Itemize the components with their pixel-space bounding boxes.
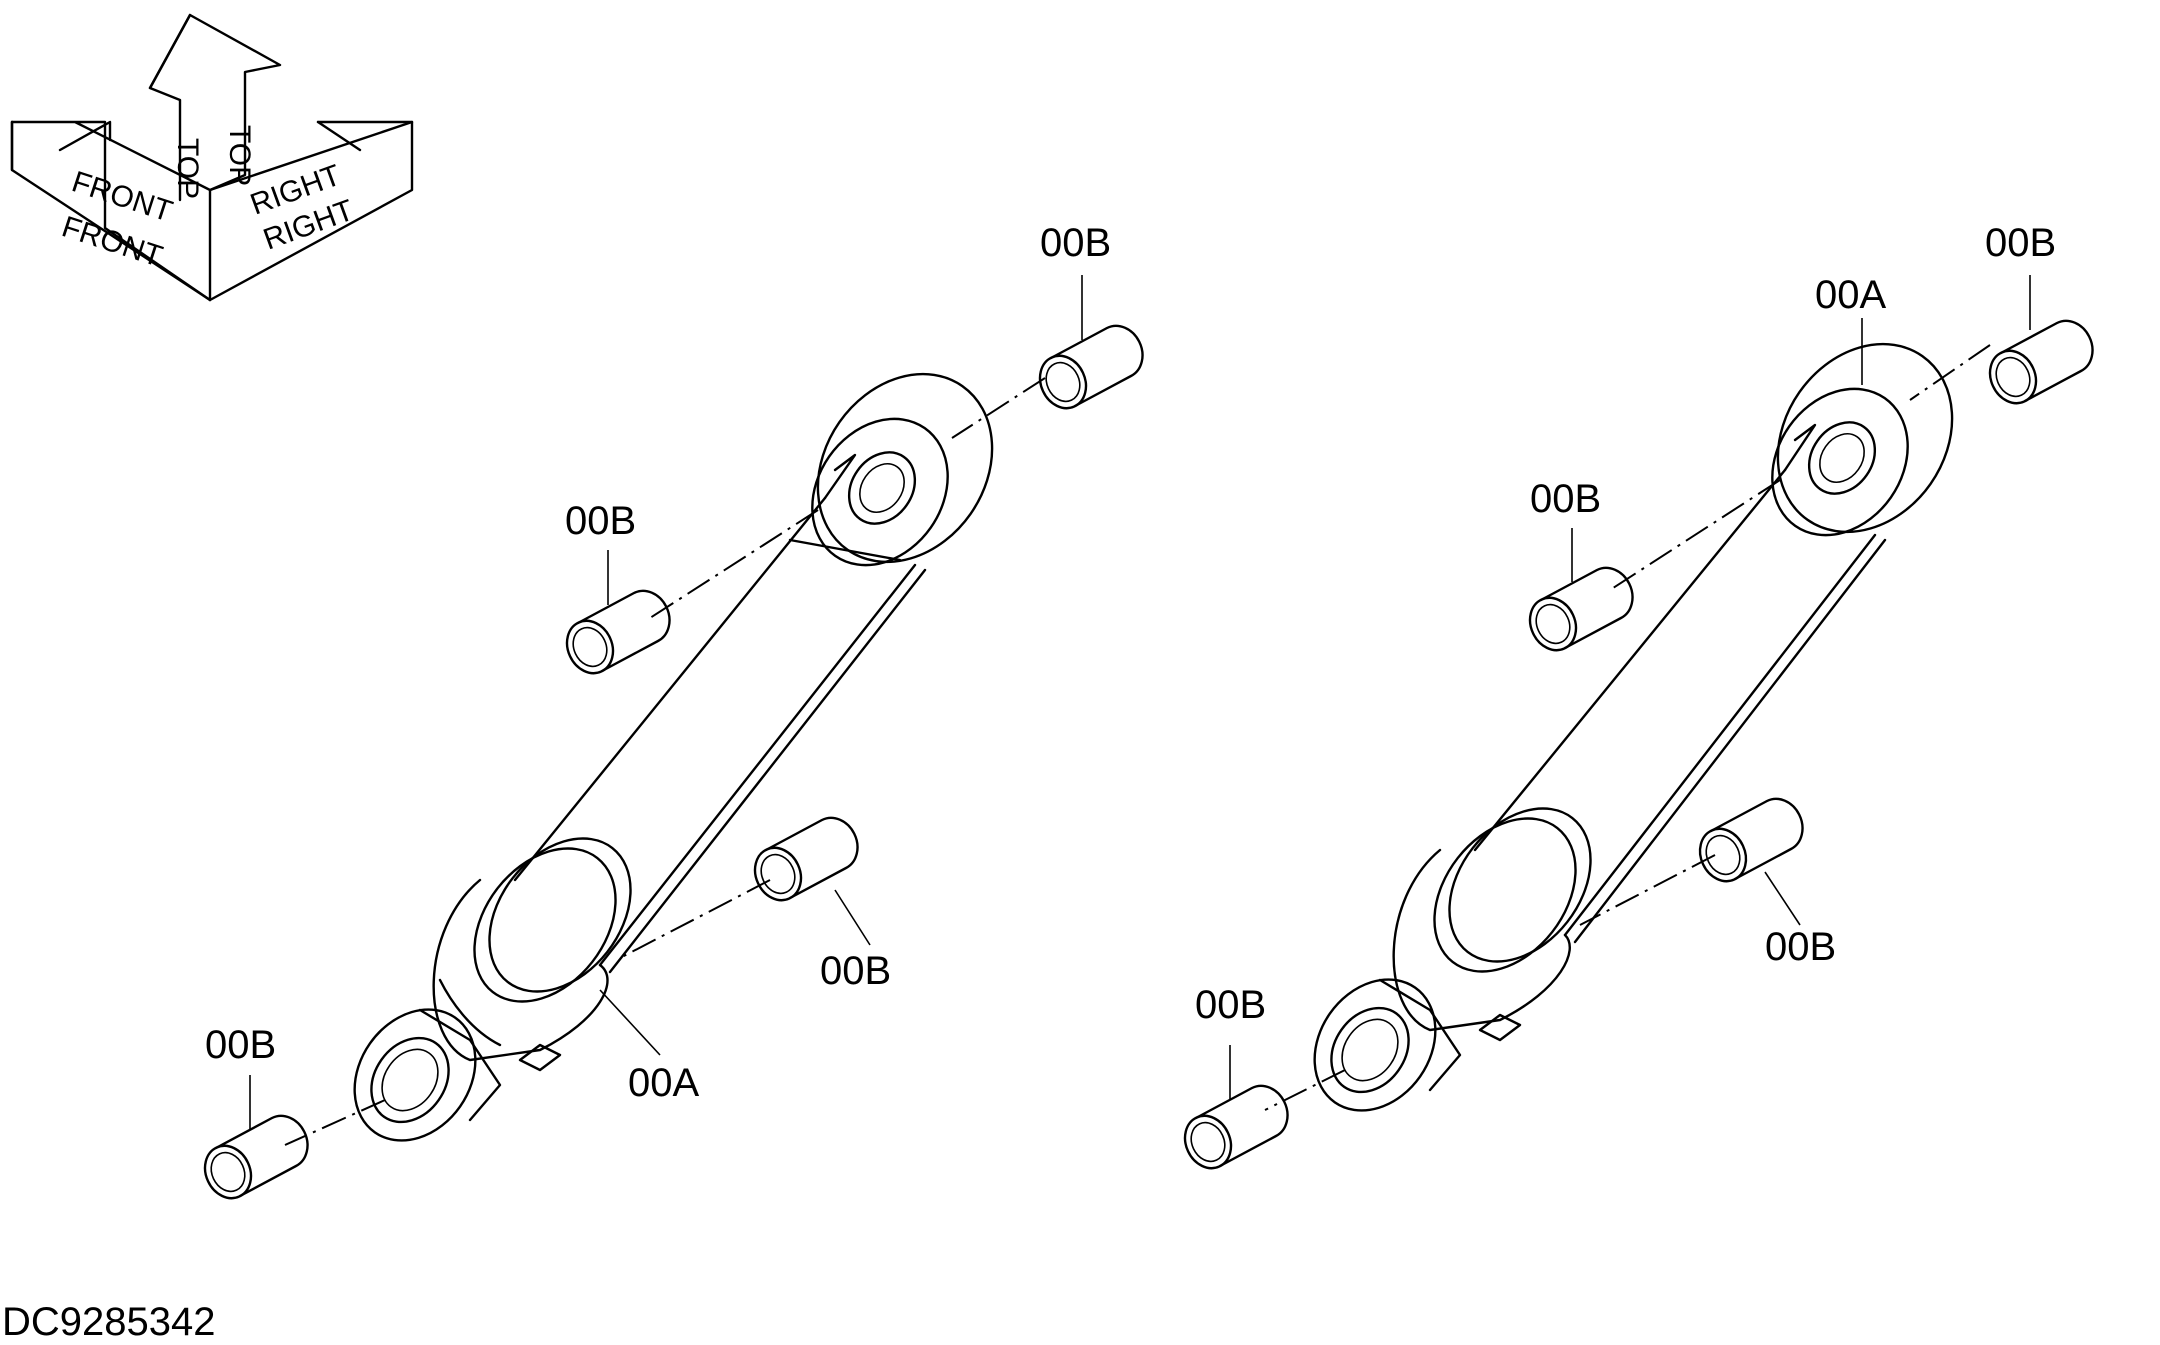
left-barrel bbox=[432, 837, 632, 1062]
left-bottom-bushing bbox=[195, 1114, 309, 1207]
right-cylinder-label: 00A bbox=[1815, 273, 1886, 317]
left-cylinder-assembly: 00B 00B 00B 00B 00A bbox=[195, 221, 1144, 1207]
right-bottom-eye bbox=[1313, 978, 1522, 1112]
right-mid-bushing bbox=[1520, 566, 1634, 659]
right-bottom-bushing bbox=[1175, 1084, 1289, 1177]
right-mid-bushing-label: 00B bbox=[1530, 477, 1601, 521]
top-label: TOP bbox=[171, 138, 204, 199]
left-bottom-eye bbox=[353, 1008, 562, 1142]
left-bottom-bushing-label: 00B bbox=[205, 1023, 276, 1067]
orientation-indicator: FRONT FRONT TOP TOP RIGHT RIGHT bbox=[10, 13, 414, 302]
right-lower-right-bushing-label: 00B bbox=[1765, 925, 1836, 969]
left-cylinder-label: 00A bbox=[628, 1061, 699, 1105]
left-lower-right-bushing bbox=[745, 816, 859, 909]
top-label-back: TOP bbox=[223, 125, 256, 186]
right-bottom-bushing-label: 00B bbox=[1195, 983, 1266, 1027]
document-id: DC9285342 bbox=[2, 1300, 216, 1344]
left-top-bushing bbox=[1030, 324, 1144, 417]
right-cylinder-assembly: 00B 00A 00B 00B 00B bbox=[1175, 221, 2094, 1177]
right-barrel bbox=[1392, 807, 1592, 1032]
right-top-bushing bbox=[1980, 319, 2094, 412]
left-top-bushing-label: 00B bbox=[1040, 221, 1111, 265]
left-mid-bushing-label: 00B bbox=[565, 499, 636, 543]
left-top-eye bbox=[811, 372, 994, 567]
right-lower-right-bushing bbox=[1690, 797, 1804, 890]
left-lower-right-bushing-label: 00B bbox=[820, 949, 891, 993]
right-top-eye bbox=[1771, 342, 1954, 537]
left-mid-bushing bbox=[557, 589, 671, 682]
right-top-bushing-label: 00B bbox=[1985, 221, 2056, 265]
